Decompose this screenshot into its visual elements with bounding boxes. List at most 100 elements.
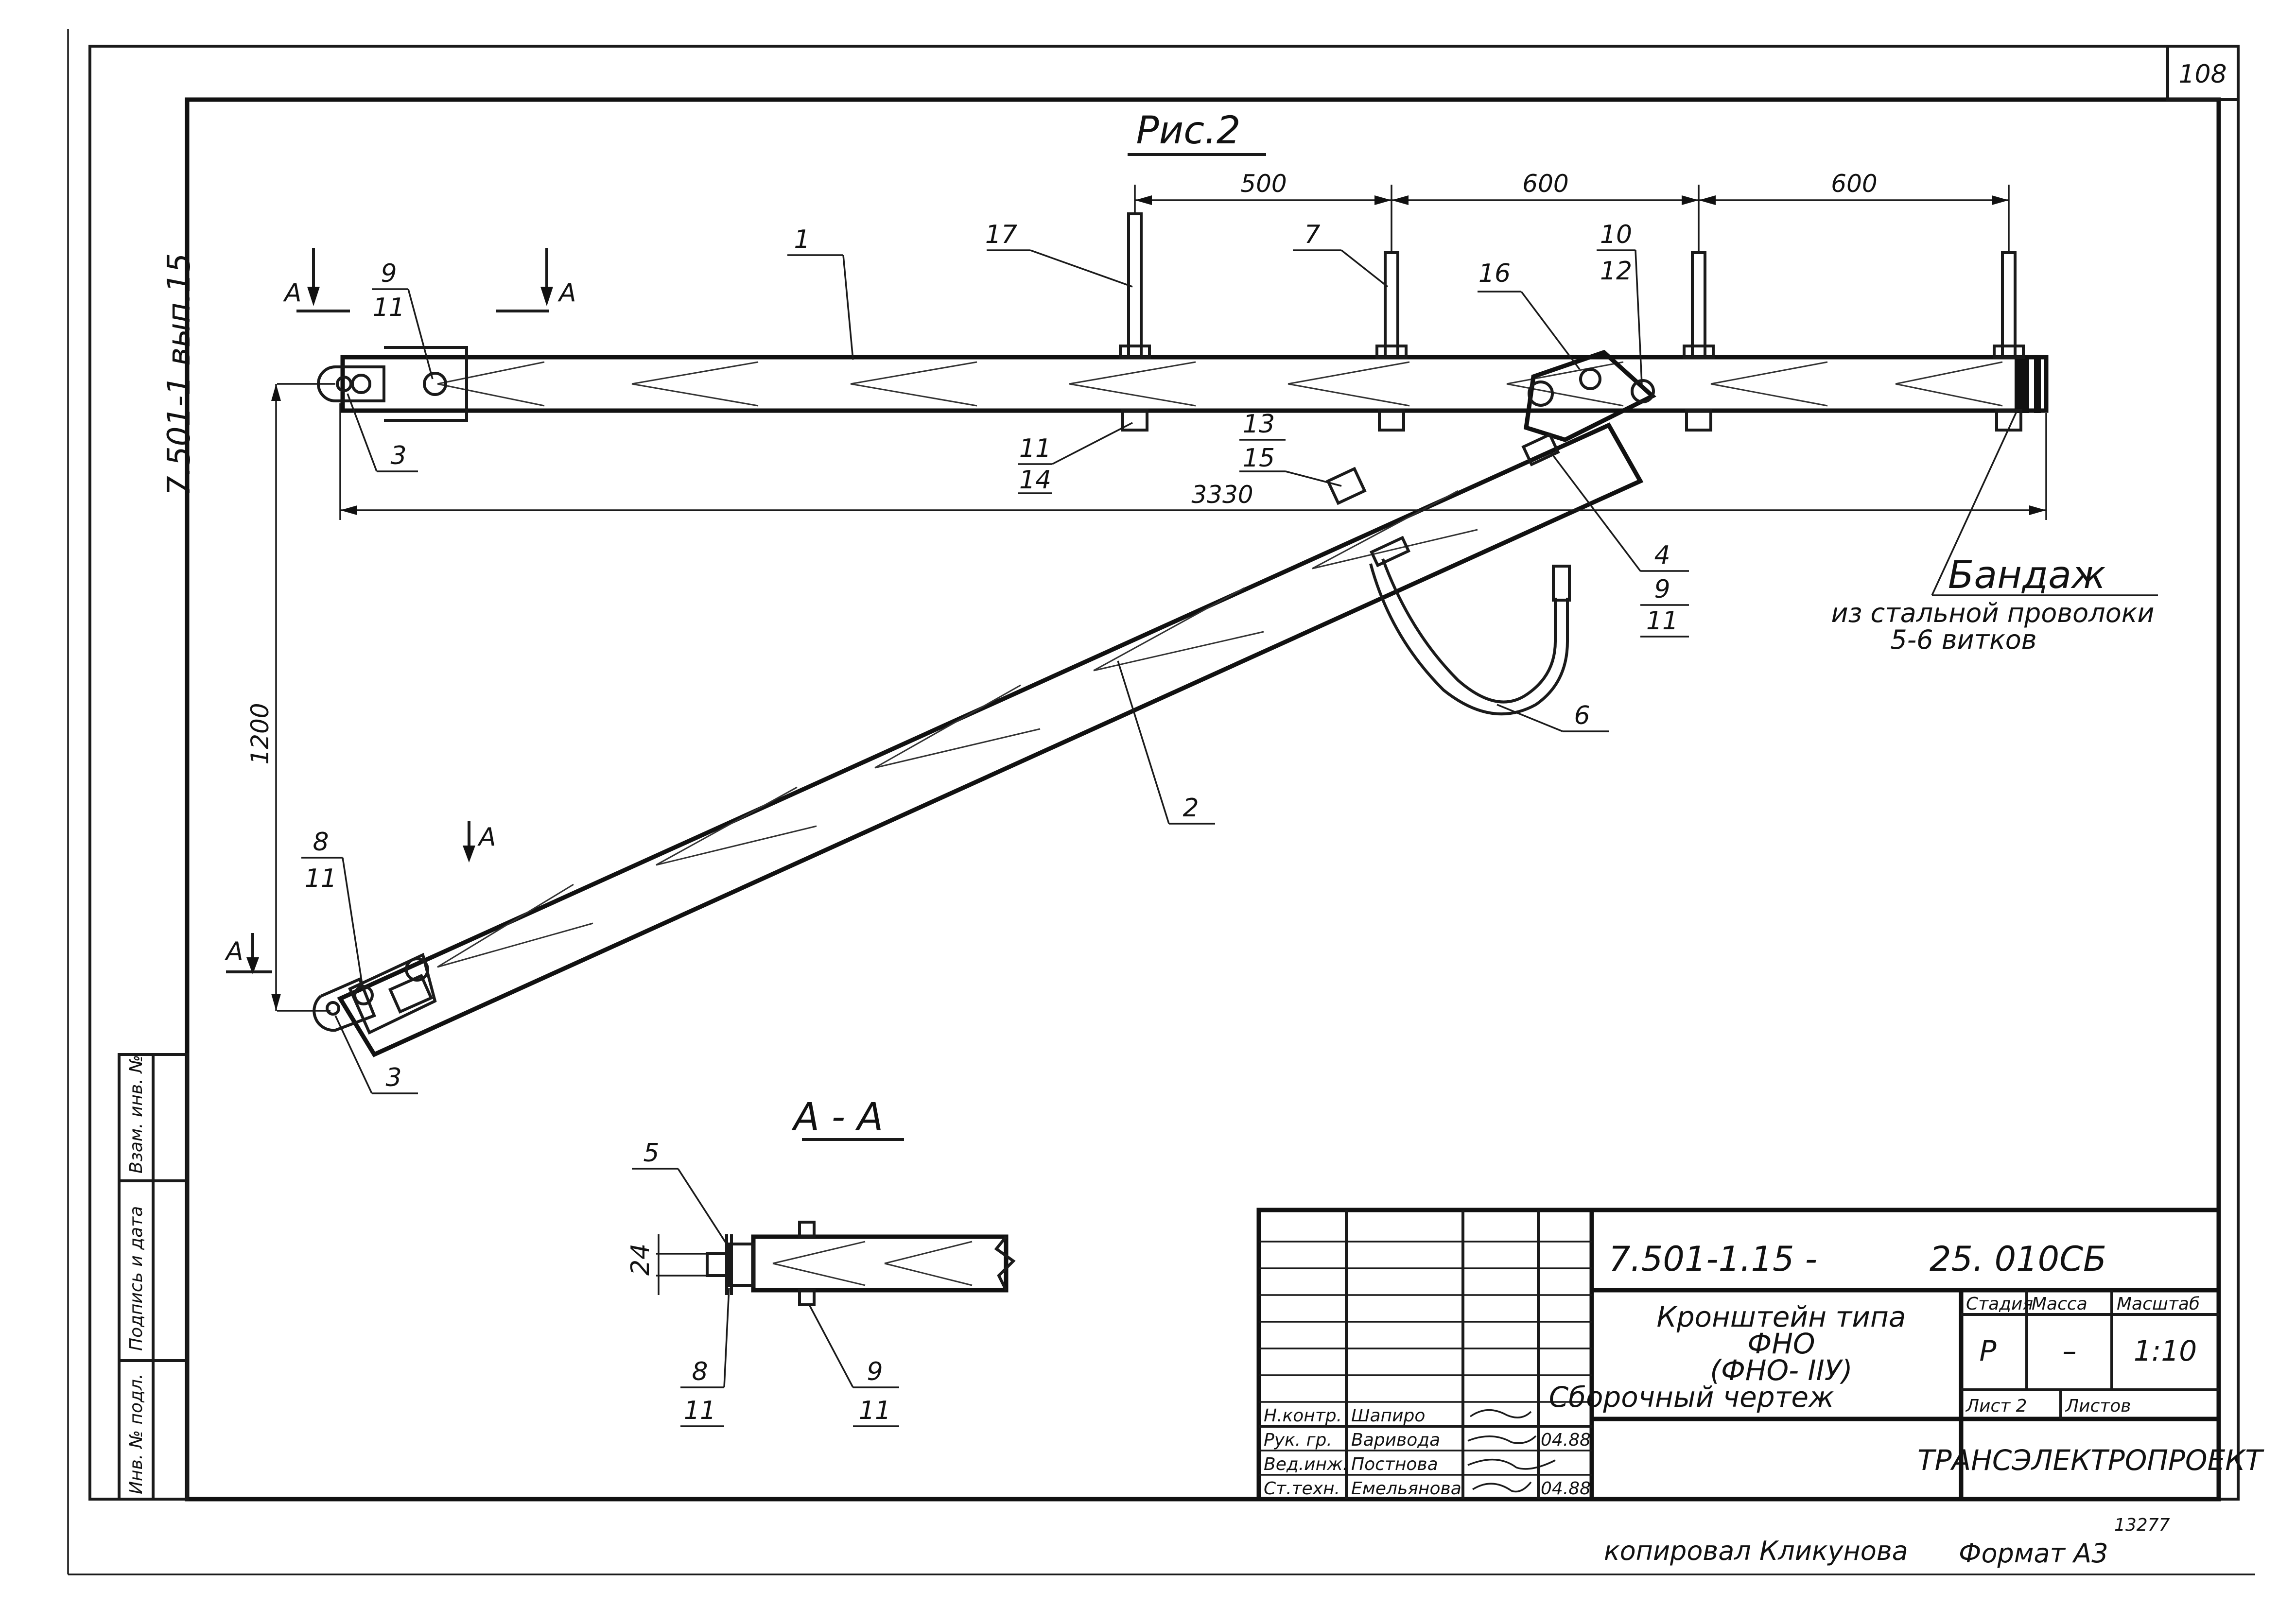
name-varivoda: Варивода <box>1351 1430 1440 1450</box>
callout-11-bottom: 11 <box>1019 434 1051 463</box>
signature-2 <box>1467 1435 1537 1444</box>
section-title: А - А <box>791 1095 883 1139</box>
section-mark-4: А <box>225 937 244 966</box>
callout-3-top: 3 <box>390 441 406 470</box>
callout-11-mainbot: 11 <box>305 864 337 893</box>
callout-5: 5 <box>643 1139 659 1168</box>
stage-value: Р <box>1980 1334 1997 1367</box>
date-row-4: 04.88 <box>1541 1479 1591 1499</box>
date-row-2: 04.88 <box>1541 1430 1591 1450</box>
stamp-signature-date: Подпись и дата <box>126 1206 146 1351</box>
svg-text:Рис.2: Рис.2 <box>1136 109 1240 153</box>
callout-9-left: 9 <box>381 259 397 288</box>
stud-2 <box>1384 251 1399 359</box>
title-block: Н.контр. Рук. гр. Вед.инж. Ст.техн. Шапи… <box>1256 1208 2264 1502</box>
note-title: Бандаж <box>1948 553 2105 597</box>
callout-4: 4 <box>1654 541 1670 570</box>
studs <box>1119 212 2025 432</box>
horizontal-beam <box>317 346 2049 422</box>
hook-assembly <box>1326 467 1571 716</box>
callout-1: 1 <box>794 225 810 254</box>
mass-value: – <box>2063 1334 2077 1367</box>
lower-bolt-2 <box>405 957 429 982</box>
callout-8-main: 8 <box>313 828 329 857</box>
format-label: Формат А3 <box>1959 1538 2108 1569</box>
section-markers: А А А А <box>225 248 576 974</box>
callout-9-right: 9 <box>1654 575 1670 604</box>
role-nkontr: Н.контр. <box>1264 1406 1342 1426</box>
order-number: 13277 <box>2114 1515 2170 1535</box>
stamp-original-inv: Инв. № подл. <box>126 1374 146 1494</box>
callout-16: 16 <box>1478 259 1511 288</box>
role-vedinzh: Вед.инж. <box>1264 1454 1348 1474</box>
sheet-border: 10 8 <box>67 29 2255 1575</box>
callout-11-left: 11 <box>373 293 405 322</box>
figure-title: Рис.2 <box>1128 109 1266 156</box>
sheets-label: Листов <box>2065 1396 2131 1416</box>
lower-bolt <box>353 985 374 1005</box>
note-line-1: из стальной проволоки <box>1831 598 2155 628</box>
mass-header: Масса <box>2032 1294 2087 1314</box>
name-line-4: Сборочный чертеж <box>1549 1381 1834 1414</box>
doc-suffix: 25. 010СБ <box>1930 1239 2106 1279</box>
dim-overall-length: 3330 <box>1191 481 1253 509</box>
role-rukgr: Рук. гр. <box>1264 1430 1332 1450</box>
dim-section-thickness: 24 <box>626 1244 655 1276</box>
callout-17: 17 <box>985 220 1017 249</box>
scale-value: 1:10 <box>2134 1334 2197 1367</box>
bandage-note: Бандаж из стальной проволоки 5-6 витков <box>1831 410 2158 655</box>
name-shapiro: Шапиро <box>1351 1406 1425 1426</box>
left-bolt-2 <box>423 372 447 396</box>
dim-height: 1200 <box>246 703 274 764</box>
name-postnova: Постнова <box>1351 1454 1438 1474</box>
stamp-replaced-inv: Взам. инв. № <box>126 1055 146 1174</box>
name-line-2: ФНО <box>1747 1327 1815 1360</box>
callout-11-section: 11 <box>684 1396 716 1425</box>
page-number-box <box>2166 45 2240 101</box>
callout-11-right: 11 <box>1646 606 1678 636</box>
plate-bolt-3 <box>1631 379 1655 403</box>
stud-4 <box>2001 251 2017 359</box>
dimensions: 500 600 600 3330 1200 <box>246 170 2047 1012</box>
callout-10: 10 <box>1600 220 1632 249</box>
callouts: 9 11 1 17 7 16 10 12 3 11 14 <box>301 220 1689 1094</box>
note-line-2: 5-6 витков <box>1890 624 2036 655</box>
left-bolt <box>351 374 371 394</box>
dim-spacing-1: 500 <box>1240 170 1287 198</box>
name-line-3: (ФНО- IIУ) <box>1710 1354 1852 1387</box>
section-mark-2: А <box>557 278 576 308</box>
callout-13: 13 <box>1243 410 1275 439</box>
plate-bolt-1 <box>1528 380 1554 407</box>
signature-1 <box>1469 1409 1532 1418</box>
hook-tip <box>1552 565 1571 602</box>
name-line-1: Кронштейн типа <box>1657 1300 1906 1333</box>
section-view: А - А 24 5 8 11 9 11 <box>626 1095 1016 1427</box>
role-sttekhn: Ст.техн. <box>1264 1479 1340 1499</box>
section-mark-3: А <box>477 823 496 852</box>
signature-3 <box>1467 1458 1556 1470</box>
side-stamp: Инв. № подл. Подпись и дата Взам. инв. № <box>118 1053 189 1501</box>
callout-14: 14 <box>1019 466 1051 495</box>
lower-end-hole <box>326 1001 340 1016</box>
plate-bolt-2 <box>1579 368 1601 390</box>
callout-9-section: 9 <box>867 1357 883 1386</box>
section-mark-1: А <box>283 278 302 308</box>
callout-15: 15 <box>1243 444 1275 473</box>
callout-8-section: 8 <box>692 1357 708 1386</box>
copied-by: копировал Кликунова <box>1604 1536 1908 1566</box>
callout-6: 6 <box>1574 701 1590 730</box>
callout-11-sectionright: 11 <box>859 1396 891 1425</box>
stud-3 <box>1691 251 1706 359</box>
diagonal-brace <box>313 422 1644 1057</box>
callout-3-bottom: 3 <box>385 1063 401 1092</box>
dim-spacing-3: 600 <box>1831 170 1877 198</box>
callout-2: 2 <box>1183 794 1199 823</box>
dim-spacing-2: 600 <box>1522 170 1568 198</box>
name-emelyanova: Емельянова <box>1351 1479 1461 1499</box>
scale-header: Масштаб <box>2117 1294 2200 1314</box>
page-number: 108 <box>2178 60 2226 89</box>
callout-12: 12 <box>1600 257 1632 286</box>
stage-header: Стадия <box>1966 1294 2033 1314</box>
wire-bandage <box>2015 355 2029 413</box>
